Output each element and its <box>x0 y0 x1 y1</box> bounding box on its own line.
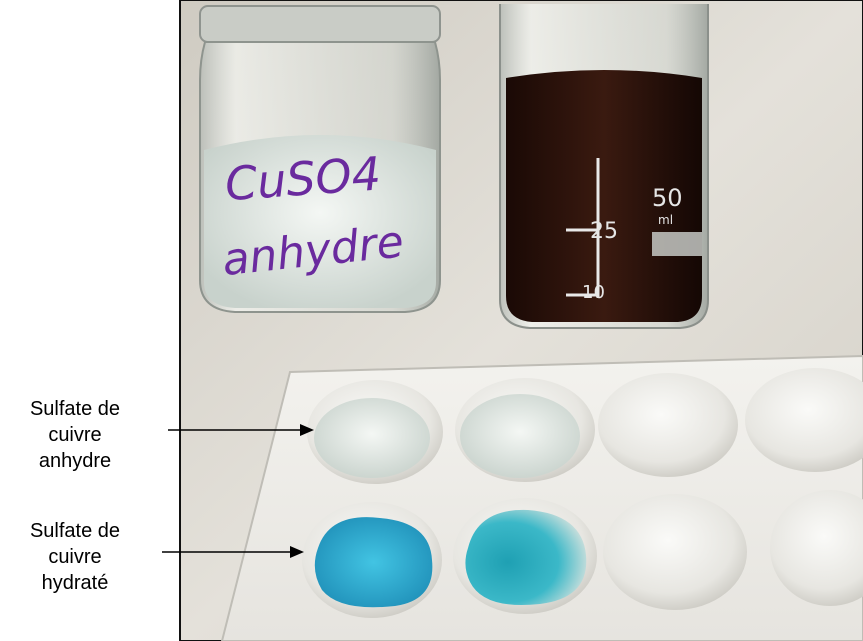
beaker: 50 ml 25 10 <box>499 4 709 329</box>
beaker-mark-25: 25 <box>590 219 618 244</box>
beaker-mark-50: 50 <box>652 184 683 212</box>
annotation-line: Sulfate de <box>29 398 121 420</box>
beaker-mark-10: 10 <box>582 282 605 303</box>
annotation-arrow-anhydre <box>168 424 314 436</box>
well-1-4 <box>745 368 863 472</box>
annotation-line: Sulfate de <box>29 520 121 542</box>
hydrated-powder-well-1 <box>314 517 433 608</box>
well-1-3 <box>598 373 738 477</box>
hydrated-powder-well-2 <box>465 509 587 606</box>
anhydrous-powder-in-jar <box>204 135 436 308</box>
annotation-arrow-hydrate <box>162 546 304 558</box>
anhydrous-powder-well-1 <box>314 398 430 478</box>
photo-border <box>179 0 863 641</box>
spot-plate <box>220 354 863 641</box>
annotation-line: cuivre <box>48 546 102 568</box>
annotation-label-anhydre: Sulfate de cuivre anhydre <box>0 396 150 474</box>
jar-label-line-1: CuSO4 <box>223 146 382 211</box>
photo: CuSO4 anhydre 50 ml 25 10 <box>179 0 863 641</box>
annotation-label-hydrate: Sulfate de cuivre hydraté <box>0 518 150 596</box>
anhydrous-powder-well-2 <box>460 394 580 478</box>
well-2-4 <box>770 490 863 606</box>
jar: CuSO4 anhydre <box>199 5 441 313</box>
annotation-line: hydraté <box>41 572 109 594</box>
well-2-3 <box>603 494 747 610</box>
beaker-mark-ml: ml <box>658 213 673 227</box>
dark-liquid <box>506 70 702 322</box>
annotation-line: anhydre <box>38 450 112 472</box>
annotation-line: cuivre <box>48 424 102 446</box>
